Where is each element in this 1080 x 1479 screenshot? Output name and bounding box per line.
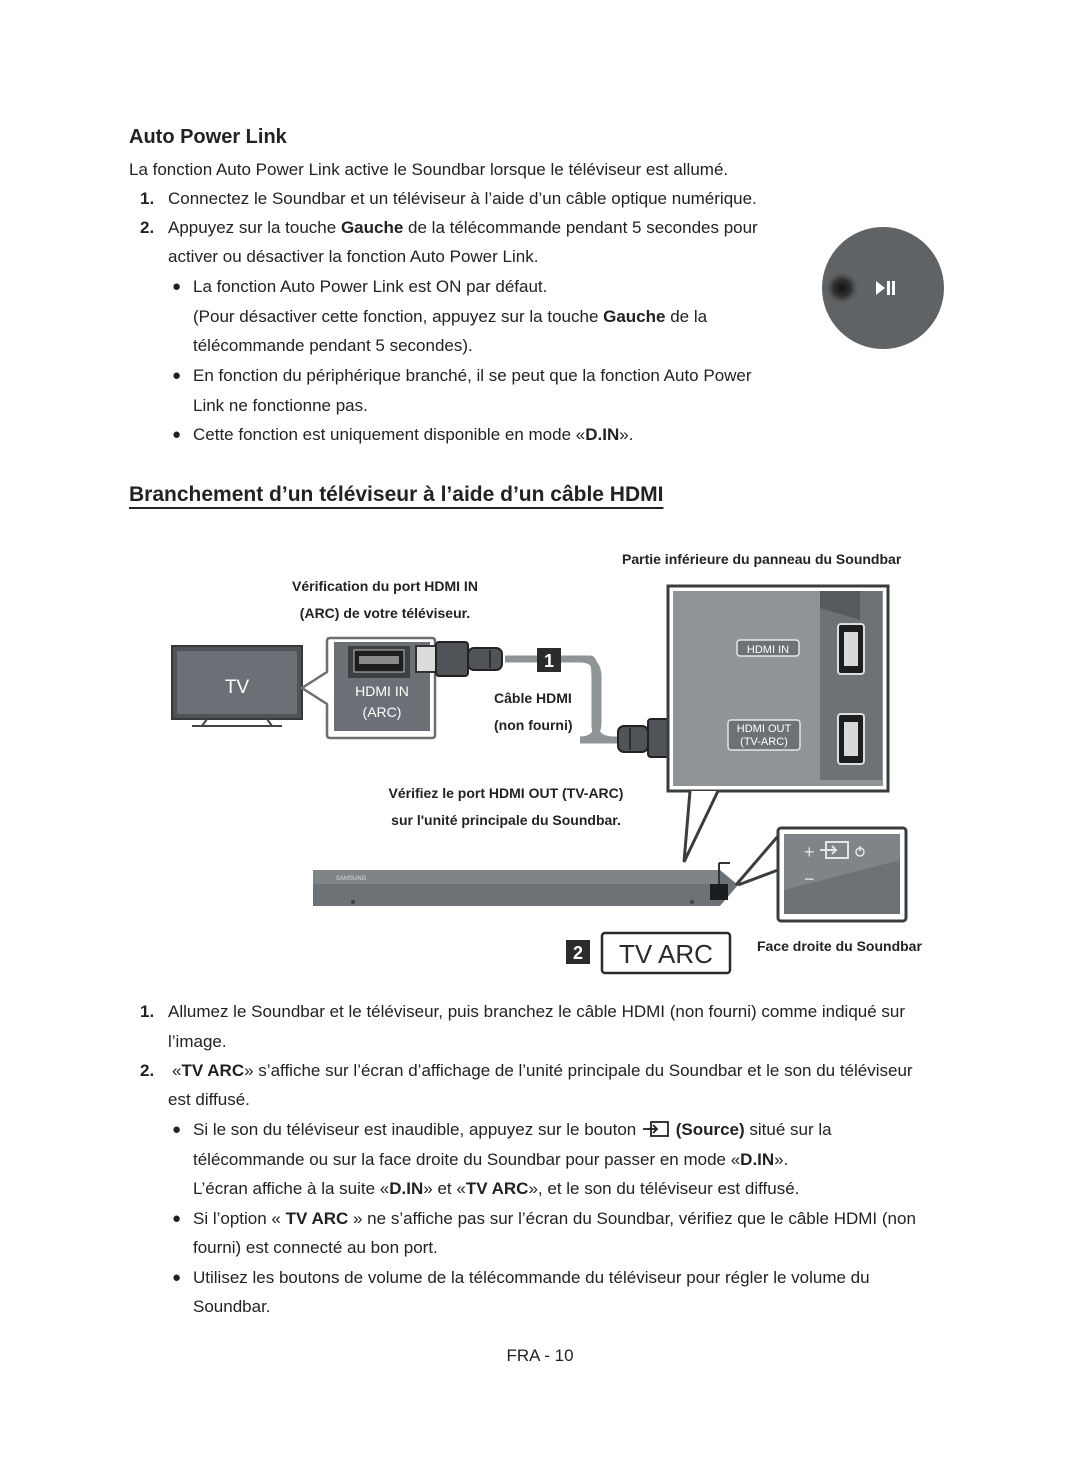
soundbar-brand: SAMSUNG [336, 876, 367, 882]
step-number: 2. [140, 1061, 155, 1080]
step-badge-number: 2 [573, 943, 583, 963]
panel-hdmi-out-label: HDMI OUT [737, 723, 792, 735]
bullet-text: Cette fonction est uniquement disponible… [193, 425, 634, 444]
bullet-text: La fonction Auto Power Link est ON par d… [193, 277, 548, 296]
step-text: «TV ARC» s’affiche sur l’écran d’afficha… [172, 1061, 913, 1080]
tv-port-label-continued: (ARC) [363, 704, 402, 720]
step-number: 1. [140, 1002, 155, 1021]
step-text-continued: est diffusé. [168, 1090, 250, 1109]
tv-label: TV [225, 677, 250, 698]
page-number: FRA - 10 [506, 1346, 574, 1365]
tv-port-check-label: Vérification du port HDMI IN [292, 578, 478, 594]
bullet-text: En fonction du périphérique branché, il … [193, 366, 752, 385]
callout-pointer [682, 790, 720, 863]
volume-down-icon: − [804, 869, 815, 889]
panel-hdmi-in-label: HDMI IN [747, 644, 789, 656]
step-text: Allumez le Soundbar et le téléviseur, pu… [168, 1002, 906, 1021]
bullet-text: Si l’option « TV ARC » ne s’affiche pas … [193, 1209, 916, 1228]
soundbar-bottom-panel [666, 584, 890, 793]
panel-hdmi-out-label-continued: (TV-ARC) [740, 736, 788, 748]
tv-port-check-label-continued: (ARC) de votre téléviseur. [299, 605, 471, 621]
display-text: TV ARC [619, 939, 713, 969]
step-text: Connectez le Soundbar et un téléviseur à… [168, 189, 757, 208]
soundbar-illustration [313, 862, 738, 906]
bullet-dot: ● [172, 1121, 182, 1138]
step-text-continued: activer ou désactiver la fonction Auto P… [168, 247, 539, 266]
volume-up-icon: + [804, 842, 815, 862]
cable-label: Câble HDMI [494, 690, 572, 706]
bullet-dot: ● [172, 367, 182, 384]
power-icon [855, 846, 865, 857]
cable-label-continued: (non fourni) [494, 717, 573, 733]
right-face-label: Face droite du Soundbar [757, 938, 922, 954]
step-text: Appuyez sur la touche Gauche de la téléc… [168, 218, 758, 237]
play-pause-icon [876, 281, 895, 295]
soundbar-port-check-label: Vérifiez le port HDMI OUT (TV-ARC) [388, 785, 624, 801]
left-key-press-indicator [824, 270, 860, 306]
step-badge [566, 940, 590, 964]
bullet-text-continued: fourni) est connecté au bon port. [193, 1238, 438, 1257]
bullet-text-continued: Soundbar. [193, 1297, 271, 1316]
soundbar-port-check-label-continued: sur l'unité principale du Soundbar. [391, 812, 621, 828]
bullet-text: Si le son du téléviseur est inaudible, a… [193, 1120, 832, 1139]
bullet-dot: ● [172, 1210, 182, 1227]
bullet-text-continued: télécommande ou sur la face droite du So… [193, 1150, 789, 1169]
bullet-dot: ● [172, 278, 182, 295]
tv-port-callout [299, 636, 437, 740]
display-box [600, 931, 732, 975]
bullet-dot: ● [172, 426, 182, 443]
intro-text: La fonction Auto Power Link active le So… [129, 160, 729, 179]
tv-illustration [171, 645, 303, 727]
remote-play-pause-illustration [822, 227, 944, 349]
bottom-panel-label: Partie inférieure du panneau du Soundbar [622, 551, 902, 567]
side-callout-pointer [734, 831, 780, 887]
soundbar-right-face: + − [776, 826, 908, 923]
section-title-hdmi: Branchement d’un téléviseur à l’aide d’u… [129, 483, 664, 506]
section-title-auto-power-link: Auto Power Link [129, 126, 287, 148]
hdmi-connection-diagram: TV HDMI IN (ARC) 1 H [171, 584, 908, 975]
bullet-dot: ● [172, 1269, 182, 1286]
step-number: 1. [140, 189, 155, 208]
step-badge-number: 1 [544, 651, 554, 671]
source-icon [820, 841, 849, 859]
step-text-continued: l’image. [168, 1032, 227, 1051]
tv-port-label: HDMI IN [355, 683, 409, 699]
bullet-note: (Pour désactiver cette fonction, appuyez… [193, 307, 708, 326]
bullet-note-continued: télécommande pendant 5 secondes). [193, 336, 473, 355]
bullet-text-continued: L’écran affiche à la suite «D.IN» et «TV… [193, 1179, 800, 1198]
step-number: 2. [140, 218, 155, 237]
bullet-text-continued: Link ne fonctionne pas. [193, 396, 368, 415]
source-icon [642, 1121, 669, 1137]
step-badge [537, 648, 561, 672]
bullet-text: Utilisez les boutons de volume de la tél… [193, 1268, 870, 1287]
